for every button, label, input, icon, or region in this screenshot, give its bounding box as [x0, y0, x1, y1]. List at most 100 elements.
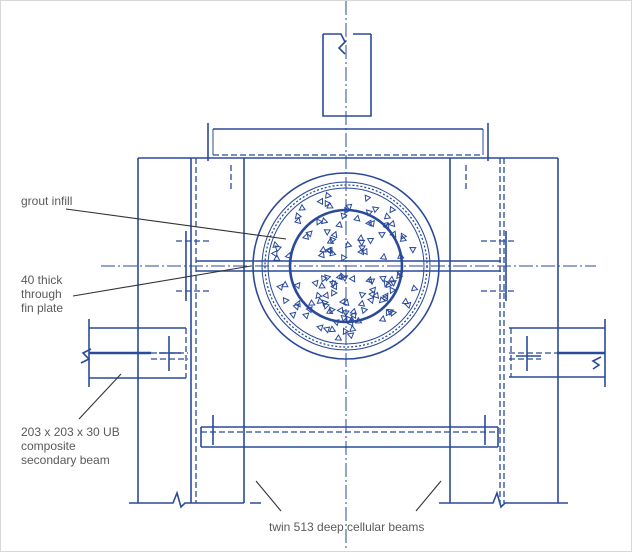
aggregate-mark: [316, 218, 324, 226]
aggregate-mark: [335, 220, 343, 228]
fin-plate-label-line: through: [21, 287, 62, 301]
aggregate-mark: [330, 282, 337, 291]
aggregate-mark: [331, 289, 338, 297]
aggregate-mark: [305, 305, 313, 314]
aggregate-mark: [346, 332, 355, 340]
aggregate-mark: [378, 314, 387, 322]
aggregate-mark: [315, 291, 323, 299]
aggregate-mark: [282, 296, 290, 305]
aggregate-mark: [364, 219, 372, 227]
aggregate-mark: [409, 247, 417, 254]
upper-column: [322, 33, 372, 117]
aggregate-mark: [371, 206, 380, 214]
aggregate-mark: [326, 236, 335, 244]
aggregate-mark: [389, 280, 397, 287]
circular-column: [252, 172, 440, 360]
cellular-beams-label: twin 513 deep cellular beams: [269, 520, 425, 534]
aggregate-mark: [349, 324, 357, 333]
aggregate-mark: [348, 275, 356, 283]
secondary-beam-label-line: composite: [21, 439, 76, 453]
fin-plate-label-line: 40 thick: [21, 273, 63, 287]
bottom-beam: [200, 415, 499, 448]
aggregate-mark: [385, 308, 393, 317]
aggregate-mark: [332, 319, 340, 327]
aggregate-mark: [397, 251, 405, 259]
aggregate-mark: [389, 286, 397, 295]
aggregate-mark: [340, 212, 348, 220]
leader-lines: [65, 208, 442, 512]
aggregate-mark: [321, 274, 329, 283]
aggregate-mark: [378, 232, 386, 239]
aggregate-mark: [281, 280, 289, 288]
aggregate-mark: [293, 281, 301, 290]
aggregate-mark: [270, 250, 278, 258]
aggregate-mark: [400, 232, 408, 240]
aggregate-mark: [383, 212, 392, 220]
aggregate-mark: [317, 250, 325, 259]
aggregate-mark: [344, 206, 351, 215]
aggregate-mark: [326, 201, 334, 209]
aggregate-mark: [357, 247, 365, 256]
aggregate-mark: [344, 203, 353, 211]
aggregate-mark: [318, 281, 326, 289]
aggregate-mark: [330, 230, 338, 239]
aggregate-mark: [322, 326, 331, 334]
aggregate-mark: [357, 239, 366, 247]
aggregate-mark: [365, 275, 373, 284]
aggregate-mark: [328, 280, 337, 288]
aggregate-mark: [289, 311, 297, 319]
aggregate-mark: [396, 271, 404, 280]
aggregate-mark: [344, 240, 353, 248]
aggregate-mark: [401, 297, 410, 305]
fin-plate: [176, 231, 516, 301]
aggregate-mark: [329, 236, 337, 244]
secondary-beam-label-line: secondary beam: [21, 453, 110, 467]
aggregate-mark: [301, 232, 310, 240]
aggregate-mark: [294, 216, 302, 225]
aggregate-mark: [358, 245, 366, 252]
aggregate-mark: [381, 292, 389, 301]
aggregate-mark: [368, 290, 375, 299]
aggregate-mark: [385, 280, 393, 289]
aggregate-mark: [410, 284, 419, 292]
column-frame: [129, 157, 568, 509]
aggregate-mark: [276, 283, 284, 291]
aggregate-mark: [294, 212, 303, 220]
aggregate-mark: [329, 249, 337, 257]
fin-plate-label-line: fin plate: [21, 301, 64, 315]
aggregate-mark: [340, 314, 349, 322]
secondary-beam-label: 203 x 203 x 30 UB composite secondary be…: [21, 425, 120, 467]
aggregate-mark: [316, 297, 325, 304]
aggregate-mark: [334, 334, 343, 341]
aggregate-mark: [335, 273, 343, 281]
aggregate-mark: [364, 194, 372, 203]
aggregate-mark: [305, 230, 313, 238]
aggregate-mark: [324, 246, 332, 255]
aggregate-mark: [388, 219, 396, 228]
aggregate-mark: [389, 205, 397, 214]
fin-plate-label: 40 thick through fin plate: [21, 273, 63, 315]
aggregate-mark: [354, 316, 363, 324]
aggregate-mark: [389, 230, 397, 238]
aggregate-mark: [379, 252, 388, 260]
secondary-beam-label-line: 203 x 203 x 30 UB: [21, 425, 120, 439]
aggregate-mark: [298, 203, 306, 211]
grout-infill-pattern: [270, 191, 419, 341]
aggregate-mark: [324, 199, 332, 208]
aggregate-mark: [301, 312, 310, 320]
aggregate-mark: [353, 214, 361, 222]
aggregate-mark: [381, 222, 389, 230]
aggregate-mark: [320, 217, 329, 225]
aggregate-mark: [311, 279, 319, 288]
aggregate-mark: [360, 247, 368, 256]
aggregate-mark: [345, 315, 354, 324]
aggregate-mark: [356, 234, 365, 241]
aggregate-mark: [357, 299, 366, 307]
aggregate-mark: [323, 229, 331, 237]
aggregate-mark: [319, 245, 327, 253]
aggregate-mark: [316, 324, 324, 332]
aggregate-mark: [346, 318, 354, 327]
aggregate-mark: [371, 291, 380, 299]
